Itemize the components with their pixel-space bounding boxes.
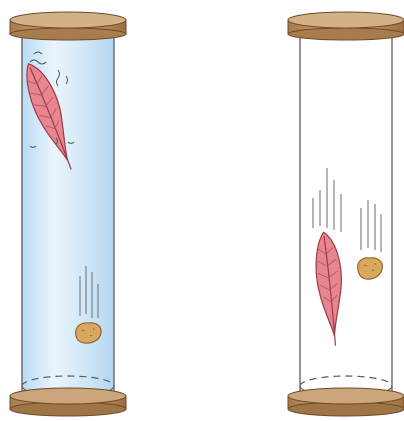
top-cap (288, 12, 404, 40)
bottom-cap (288, 388, 404, 416)
bottom-cap (10, 388, 126, 416)
pebble-icon (76, 323, 101, 343)
top-cap (10, 12, 126, 40)
empty-tube (300, 35, 392, 393)
cylinder-with-air (10, 12, 126, 416)
pebble-icon (358, 258, 383, 279)
cylinder-vacuum (288, 12, 404, 416)
